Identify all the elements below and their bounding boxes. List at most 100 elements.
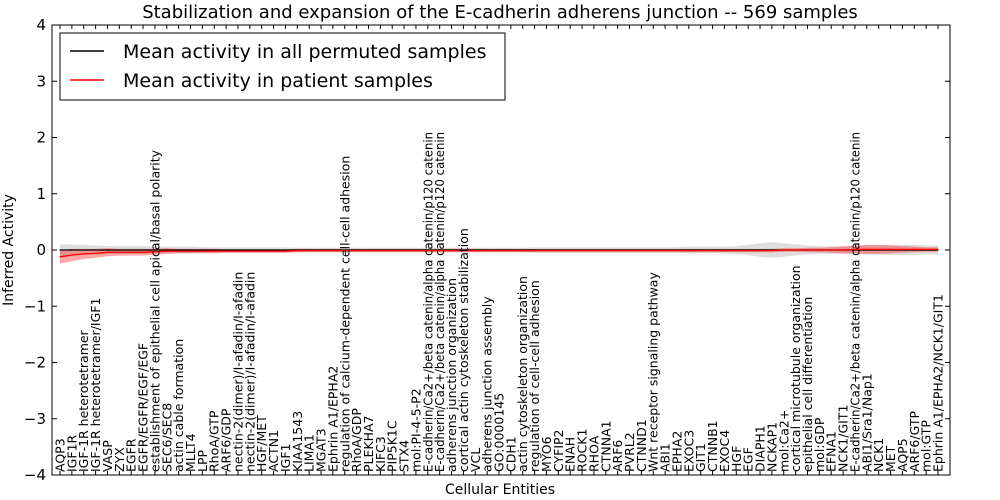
legend-label-patient: Mean activity in patient samples	[123, 70, 433, 92]
point-series-1	[142, 251, 144, 253]
point-series-1	[688, 250, 690, 252]
entity-label: MGAT3	[314, 428, 329, 472]
entity-label: STX4	[397, 440, 412, 472]
point-series-1	[510, 250, 512, 252]
entity-label: E-cadherin/Ca2+/beta catenin/alpha caten…	[432, 132, 447, 472]
point-series-0	[154, 249, 156, 251]
point-series-0	[284, 249, 286, 251]
entity-label: ZYX	[112, 447, 127, 472]
point-series-1	[712, 250, 714, 252]
point-series-1	[450, 250, 453, 252]
entity-label: MYO6	[539, 436, 554, 472]
y-tick-label: −3	[24, 410, 46, 428]
entity-label: VASP	[100, 440, 115, 472]
point-series-1	[201, 250, 203, 252]
point-series-1	[747, 250, 749, 252]
point-series-1	[830, 249, 832, 251]
entity-label: HGF	[729, 446, 744, 472]
series-lines	[59, 248, 939, 258]
y-tick-label: 4	[36, 16, 46, 34]
entity-label: E-cadherin/Ca2+/beta catenin/alpha caten…	[420, 132, 435, 472]
point-series-1	[640, 250, 643, 252]
entity-label: ARF6/GTP	[907, 411, 922, 472]
entity-label: mol:Ca2+	[776, 410, 791, 472]
entity-label: ROCK1	[575, 429, 590, 472]
entity-label: VCL	[468, 448, 483, 472]
point-series-1	[545, 250, 548, 252]
point-series-1	[628, 250, 631, 252]
confidence-bands	[60, 242, 938, 264]
point-series-0	[118, 249, 120, 251]
entity-label: LPP	[195, 449, 210, 472]
y-tick-label: 0	[36, 241, 46, 259]
entity-label: cortical actin cytoskeleton stabilizatio…	[456, 228, 471, 472]
entity-label: RHOA	[586, 435, 601, 472]
entity-label: IGF1	[278, 443, 293, 472]
point-series-1	[415, 250, 417, 252]
point-series-1	[130, 251, 132, 253]
entity-label: cortical microtubule organization	[788, 265, 803, 472]
entity-label: RhoA/GDP	[349, 408, 364, 472]
entity-label: PVRL2	[622, 432, 637, 472]
point-series-1	[237, 250, 239, 252]
entity-label: GO:0000145	[492, 393, 507, 472]
entity-label: Ephrin A1/EPHA2	[325, 366, 340, 472]
point-series-0	[83, 249, 85, 251]
point-series-0	[213, 249, 215, 251]
entity-label: EGF	[741, 447, 756, 472]
point-series-1	[344, 250, 346, 252]
point-series-1	[213, 250, 215, 252]
entity-label: EXOC4	[717, 430, 732, 472]
legend-label-permuted: Mean activity in all permuted samples	[123, 41, 486, 63]
point-series-1	[391, 250, 393, 252]
entity-label: AQP3	[53, 438, 68, 472]
entity-label: PLEKHA7	[361, 415, 376, 472]
point-series-1	[925, 248, 927, 250]
point-series-1	[795, 249, 797, 251]
y-tick-label: 2	[36, 129, 46, 147]
point-series-1	[735, 250, 737, 252]
point-series-1	[700, 250, 702, 252]
point-series-1	[854, 248, 856, 250]
point-series-1	[154, 251, 156, 253]
entity-label: adherens junction assembly	[480, 296, 495, 472]
point-series-1	[83, 253, 85, 255]
entity-label: mol:GDP	[812, 417, 827, 472]
entity-label: E-cadherin/Ca2+/beta catenin/alpha caten…	[847, 132, 862, 472]
entity-label: CTNNA1	[598, 420, 613, 472]
y-tick-label: −4	[24, 466, 46, 484]
point-series-1	[403, 250, 405, 252]
y-axis-label: Inferred Activity	[1, 194, 17, 306]
entity-label: RhoA/GTP	[207, 410, 222, 472]
chart-title: Stabilization and expansion of the E-cad…	[142, 2, 858, 23]
point-series-1	[249, 250, 251, 252]
entity-label: actin cable formation	[171, 339, 186, 472]
entity-label: ARF6/GDP	[219, 408, 234, 472]
point-series-1	[427, 250, 429, 252]
point-series-1	[59, 256, 61, 258]
point-series-1	[581, 250, 583, 252]
point-series-1	[771, 250, 773, 252]
entity-label: nectin-2(dimer)/I-afadin/I-afadin	[242, 272, 257, 472]
point-series-1	[166, 250, 168, 252]
point-series-1	[71, 254, 73, 256]
point-series-1	[486, 250, 488, 252]
point-series-1	[913, 248, 915, 250]
point-series-1	[889, 248, 892, 250]
point-series-1	[189, 250, 192, 252]
legend: Mean activity in all permuted samples Me…	[59, 32, 506, 101]
point-series-1	[617, 250, 619, 252]
entity-label: EGFR	[124, 438, 139, 472]
entity-label: NCK1/GIT1	[836, 405, 851, 472]
y-tick-label: −2	[24, 354, 46, 372]
entity-label: adherens junction organization	[444, 278, 459, 472]
point-series-0	[201, 249, 203, 251]
entity-label: regulation of cell-cell adhesion	[527, 280, 542, 472]
point-series-0	[71, 249, 73, 251]
entity-label: EGFR/EGFR/EGF/EGF	[136, 343, 151, 472]
point-series-0	[178, 249, 180, 251]
point-series-0	[189, 249, 192, 251]
point-series-1	[569, 250, 571, 252]
y-tick-label: 3	[36, 72, 46, 90]
point-series-0	[237, 249, 239, 251]
